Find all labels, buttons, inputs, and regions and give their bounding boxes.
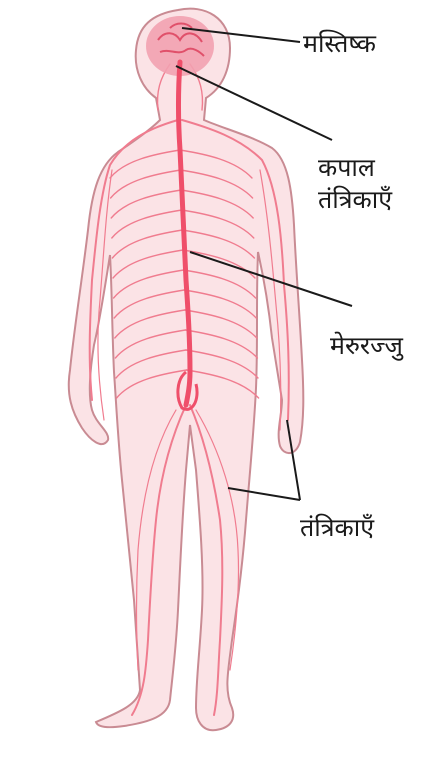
label-nerves: तंत्रिकाएँ [300, 512, 374, 544]
label-brain: मस्तिष्क [303, 28, 376, 60]
label-spinal-cord: मेरुरज्जु [330, 330, 403, 362]
label-cranial-line1: कपाल [318, 152, 392, 184]
label-cranial-line2: तंत्रिकाएँ [318, 184, 392, 216]
label-cranial-nerves: कपाल तंत्रिकाएँ [318, 152, 392, 216]
